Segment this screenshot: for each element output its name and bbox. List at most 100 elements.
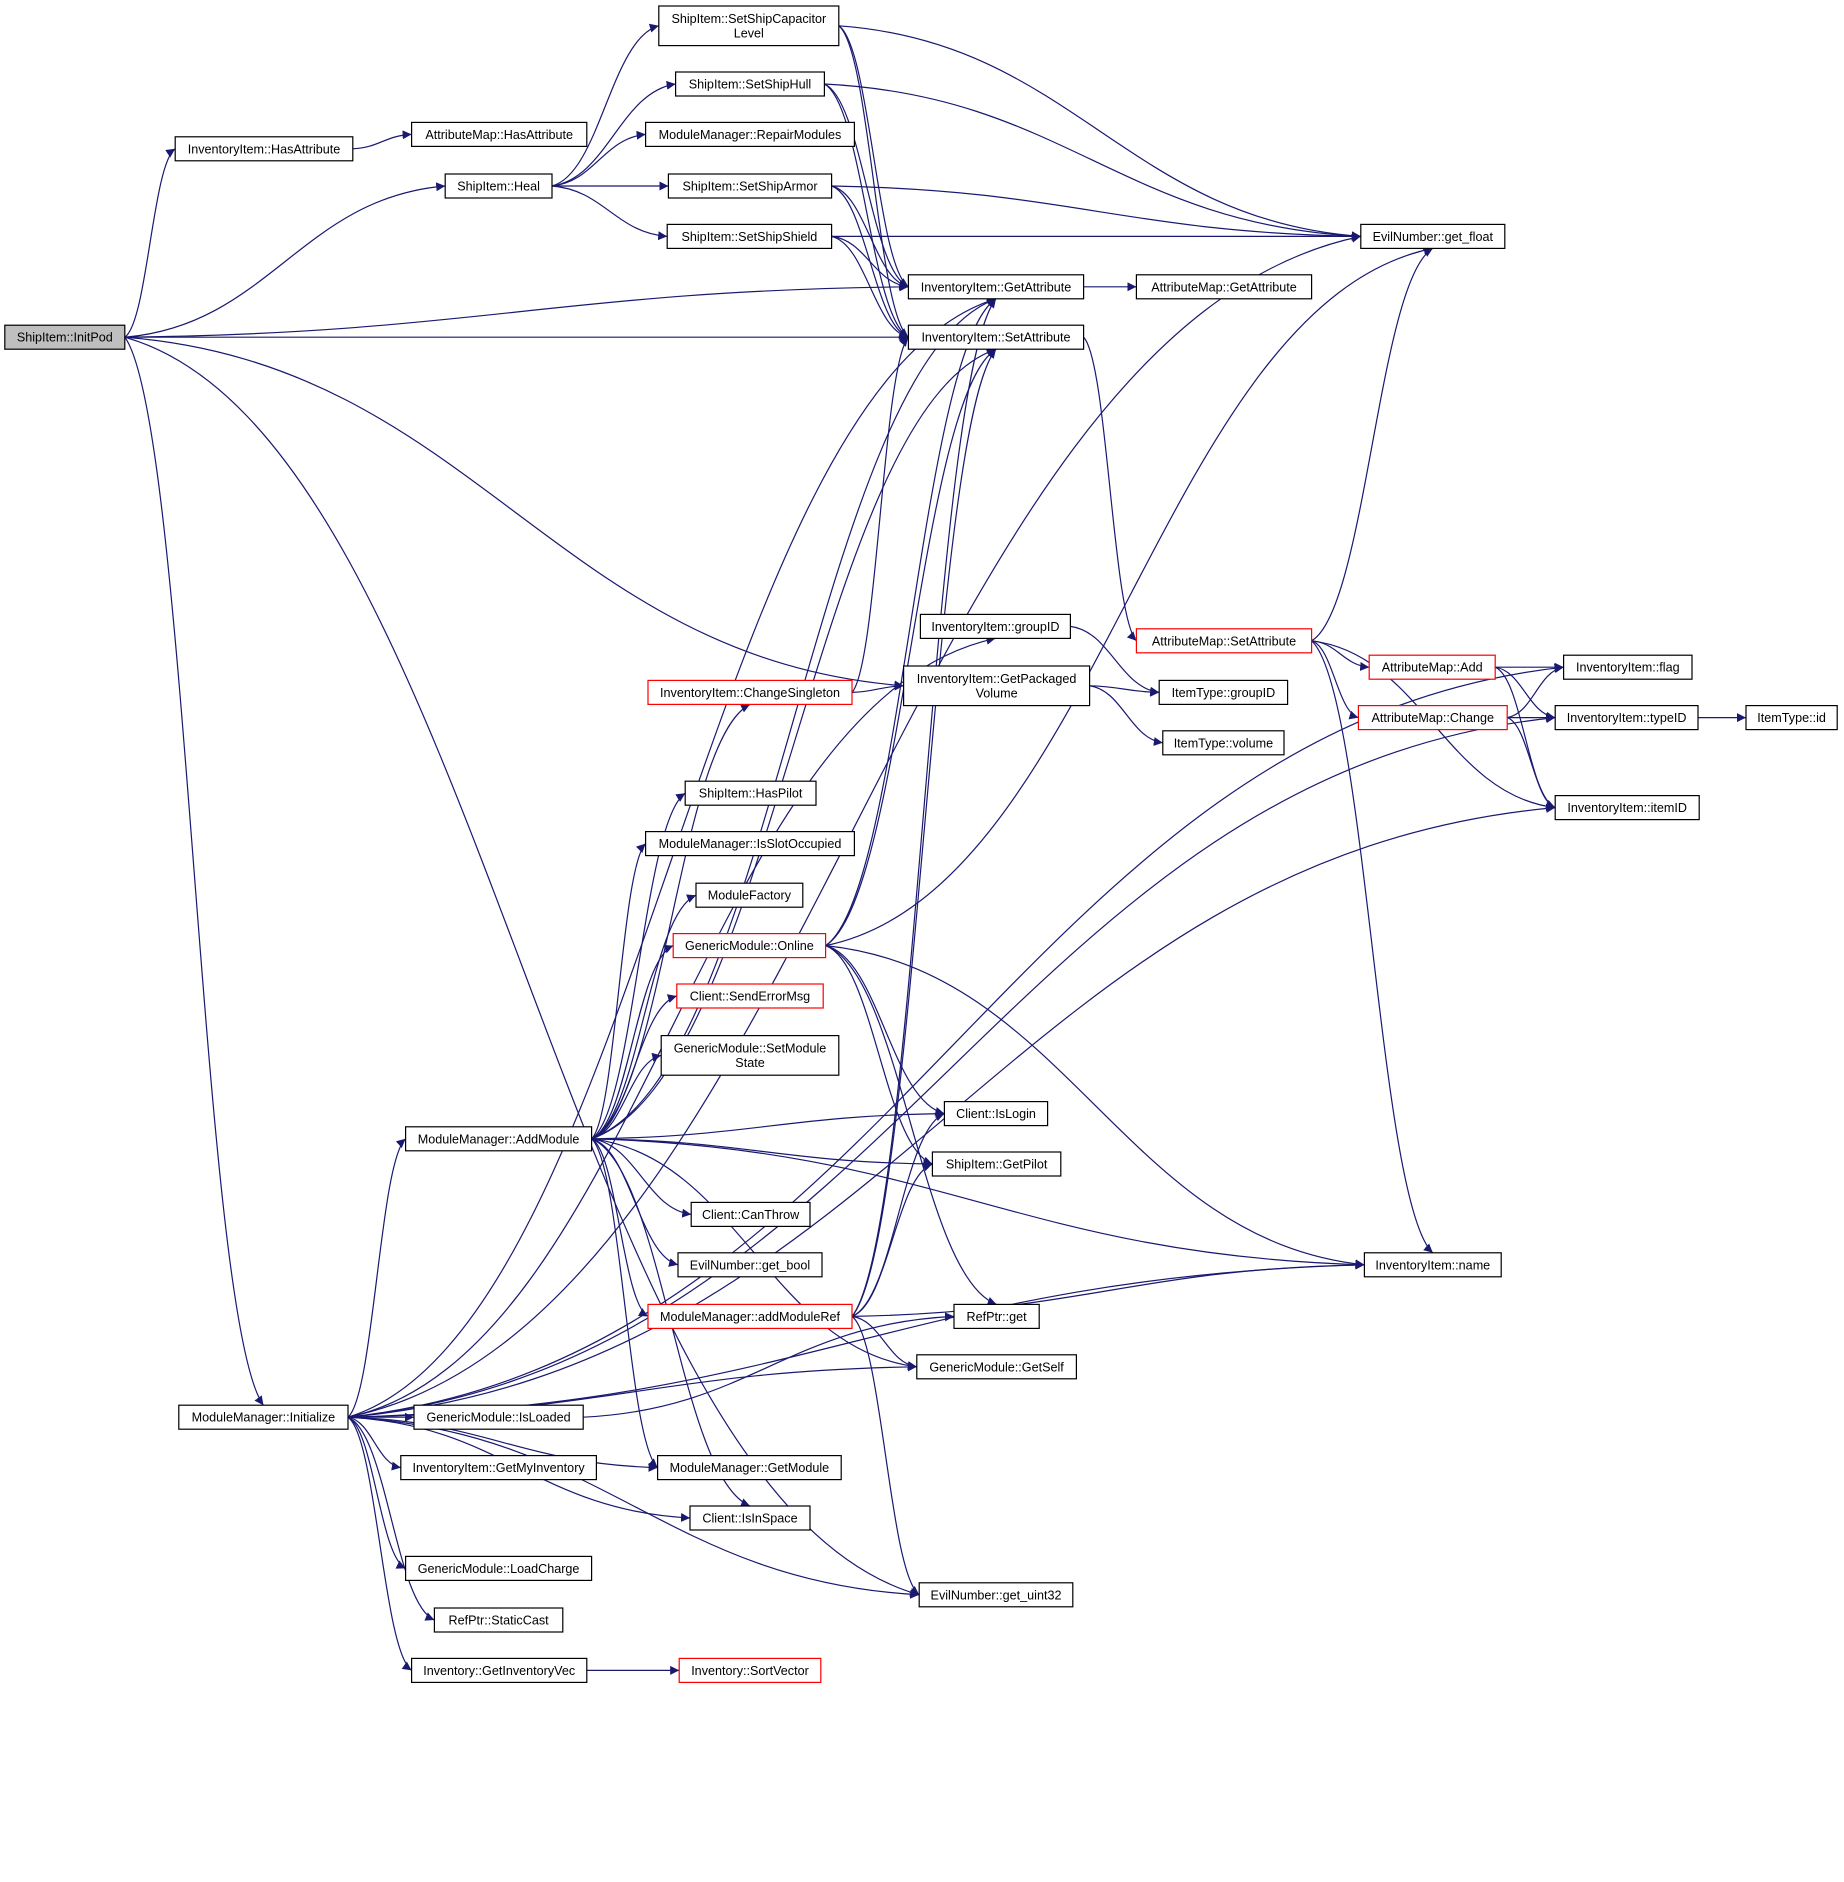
node-label: AttributeMap::GetAttribute xyxy=(1151,280,1297,294)
node-modulemanager-addmoduleref[interactable]: ModuleManager::addModuleRef xyxy=(647,1303,853,1330)
node-label: ItemType::id xyxy=(1757,711,1826,725)
edge-path xyxy=(347,1260,1365,1418)
node-modulemanager-isslotoccupied[interactable]: ModuleManager::IsSlotOccupied xyxy=(644,830,855,857)
node-itemtype-volume[interactable]: ItemType::volume xyxy=(1162,730,1285,756)
edge-path xyxy=(1311,640,1434,1254)
node-genericmodule-loadcharge[interactable]: GenericModule::LoadCharge xyxy=(405,1555,593,1582)
edge-attributemap_add-to-inventoryitem_itemid xyxy=(1494,666,1556,809)
node-attributemap-setattribute[interactable]: AttributeMap::SetAttribute xyxy=(1135,628,1313,654)
node-label: Inventory::SortVector xyxy=(691,1664,809,1678)
node-label: ShipItem::SetShipShield xyxy=(681,230,817,244)
edge-modulemanager_initialize-to-evilnumber_get_float xyxy=(347,233,1361,1418)
node-attributemap-hasattribute[interactable]: AttributeMap::HasAttribute xyxy=(411,121,588,148)
node-box xyxy=(907,324,1085,350)
node-shipitem-haspilot[interactable]: ShipItem::HasPilot xyxy=(684,780,817,806)
node-label: GenericModule::IsLoaded xyxy=(426,1411,570,1425)
edge-genericmodule_online-to-refptr_get xyxy=(825,945,997,1306)
node-genericmodule-online[interactable]: GenericModule::Online xyxy=(672,932,827,959)
node-label: GenericModule::Online xyxy=(685,939,814,953)
node-label: ModuleManager::GetModule xyxy=(670,1461,830,1475)
node-client-canthrow[interactable]: Client::CanThrow xyxy=(690,1201,811,1228)
node-box xyxy=(400,1454,597,1481)
node-box xyxy=(1562,654,1693,680)
node-itemtype-id[interactable]: ItemType::id xyxy=(1745,704,1838,731)
edge-path xyxy=(347,297,997,1418)
node-inventoryitem-groupid[interactable]: InventoryItem::groupID xyxy=(919,613,1072,640)
node-shipitem-setshiphull[interactable]: ShipItem::SetShipHull xyxy=(674,71,825,97)
node-box xyxy=(174,136,354,162)
edge-path xyxy=(591,843,647,1140)
edge-path xyxy=(851,1260,1365,1317)
node-attributemap-change[interactable]: AttributeMap::Change xyxy=(1357,704,1508,731)
node-evilnumber-get-float[interactable]: EvilNumber::get_float xyxy=(1360,223,1506,249)
edge-inventoryitem_changesingleton-to-inventoryitem_setattribute xyxy=(851,336,909,693)
node-inventoryitem-getmyinventory[interactable]: InventoryItem::GetMyInventory xyxy=(400,1454,597,1481)
node-inventory-getinventoryvec[interactable]: Inventory::GetInventoryVec xyxy=(411,1657,588,1684)
edge-genericmodule_isloaded-to-refptr_get xyxy=(583,1312,955,1418)
node-modulemanager-initialize[interactable]: ModuleManager::Initialize xyxy=(178,1404,349,1430)
node-modulemanager-repairmodules[interactable]: ModuleManager::RepairModules xyxy=(644,121,855,148)
node-modulemanager-addmodule[interactable]: ModuleManager::AddModule xyxy=(405,1126,593,1152)
node-inventoryitem-getattribute[interactable]: InventoryItem::GetAttribute xyxy=(907,274,1085,300)
node-client-senderrormsg[interactable]: Client::SendErrorMsg xyxy=(676,983,824,1009)
node-modulefactory[interactable]: ModuleFactory xyxy=(695,882,804,908)
node-genericmodule-getself[interactable]: GenericModule::GetSelf xyxy=(916,1354,1077,1380)
node-evilnumber-get-bool[interactable]: EvilNumber::get_bool xyxy=(677,1252,823,1278)
edge-modulemanager_addmodule-to-genericmodule_setmodulestate xyxy=(591,1052,662,1140)
node-refptr-get[interactable]: RefPtr::get xyxy=(953,1303,1040,1330)
node-client-islogin[interactable]: Client::IsLogin xyxy=(943,1100,1049,1127)
node-box xyxy=(1158,679,1289,706)
edge-shipitem_setshipcapacitorlevel-to-inventoryitem_getattribute xyxy=(838,25,909,288)
edge-modulemanager_addmodule-to-modulemanager_getmodule xyxy=(591,1138,659,1469)
node-refptr-staticcast[interactable]: RefPtr::StaticCast xyxy=(433,1607,564,1633)
node-attributemap-add[interactable]: AttributeMap::Add xyxy=(1368,654,1496,680)
node-inventoryitem-itemid[interactable]: InventoryItem::itemID xyxy=(1554,794,1700,821)
node-label: EvilNumber::get_bool xyxy=(690,1258,810,1272)
node-shipitem-getpilot[interactable]: ShipItem::GetPilot xyxy=(931,1151,1062,1177)
node-attributemap-getattribute[interactable]: AttributeMap::GetAttribute xyxy=(1135,274,1313,300)
node-itemtype-groupid[interactable]: ItemType::groupID xyxy=(1158,679,1289,706)
node-shipitem-initpod[interactable]: ShipItem::InitPod xyxy=(4,324,126,350)
node-box xyxy=(666,223,833,249)
node-inventoryitem-name[interactable]: InventoryItem::name xyxy=(1363,1252,1502,1278)
node-genericmodule-isloaded[interactable]: GenericModule::IsLoaded xyxy=(413,1404,584,1430)
node-shipitem-setshipshield[interactable]: ShipItem::SetShipShield xyxy=(666,223,833,249)
edge-shipitem_initpod-to-modulemanager_initialize xyxy=(124,336,264,1406)
node-inventoryitem-flag[interactable]: InventoryItem::flag xyxy=(1562,654,1693,680)
node-box xyxy=(405,1555,593,1582)
node-box xyxy=(902,665,1091,707)
node-shipitem-heal[interactable]: ShipItem::Heal xyxy=(444,173,553,199)
edge-genericmodule_online-to-inventoryitem_setattribute xyxy=(825,348,997,947)
node-client-isinspace[interactable]: Client::IsInSpace xyxy=(689,1505,811,1531)
edge-shipitem_initpod-to-inventoryitem_getattribute xyxy=(124,282,909,338)
node-label: ItemType::volume xyxy=(1174,736,1273,750)
edge-layer xyxy=(124,23,1746,1675)
node-box xyxy=(677,1252,823,1278)
edge-path xyxy=(583,1312,955,1418)
node-box xyxy=(676,983,824,1009)
edge-shipitem_setshipshield-to-inventoryitem_getattribute xyxy=(831,235,909,291)
node-label: ModuleManager::IsSlotOccupied xyxy=(659,837,842,851)
edge-path xyxy=(824,83,1361,241)
node-shipitem-setshiparmor[interactable]: ShipItem::SetShipArmor xyxy=(667,173,833,199)
node-modulemanager-getmodule[interactable]: ModuleManager::GetModule xyxy=(656,1454,842,1481)
edge-path xyxy=(124,336,904,690)
node-inventoryitem-typeid[interactable]: InventoryItem::typeID xyxy=(1554,704,1699,731)
node-layer: ShipItem::InitPod InventoryItem::HasAttri… xyxy=(4,5,1838,1684)
node-label: InventoryItem::GetAttribute xyxy=(921,280,1072,294)
node-inventory-sortvector[interactable]: Inventory::SortVector xyxy=(678,1657,822,1684)
edge-path xyxy=(551,130,646,187)
edge-path xyxy=(352,130,412,150)
node-inventoryitem-hasattribute[interactable]: InventoryItem::HasAttribute xyxy=(174,136,354,162)
node-label: InventoryItem::ChangeSingleton xyxy=(660,686,840,700)
node-evilnumber-get-uint32[interactable]: EvilNumber::get_uint32 xyxy=(918,1582,1074,1608)
edge-path xyxy=(124,336,920,1597)
node-inventoryitem-changesingleton[interactable]: InventoryItem::ChangeSingleton xyxy=(647,679,853,706)
edge-modulemanager_addmodule-to-client_senderrormsg xyxy=(591,994,677,1140)
node-inventoryitem-setattribute[interactable]: InventoryItem::SetAttribute xyxy=(907,324,1085,350)
node-label: ShipItem::HasPilot xyxy=(699,787,803,801)
